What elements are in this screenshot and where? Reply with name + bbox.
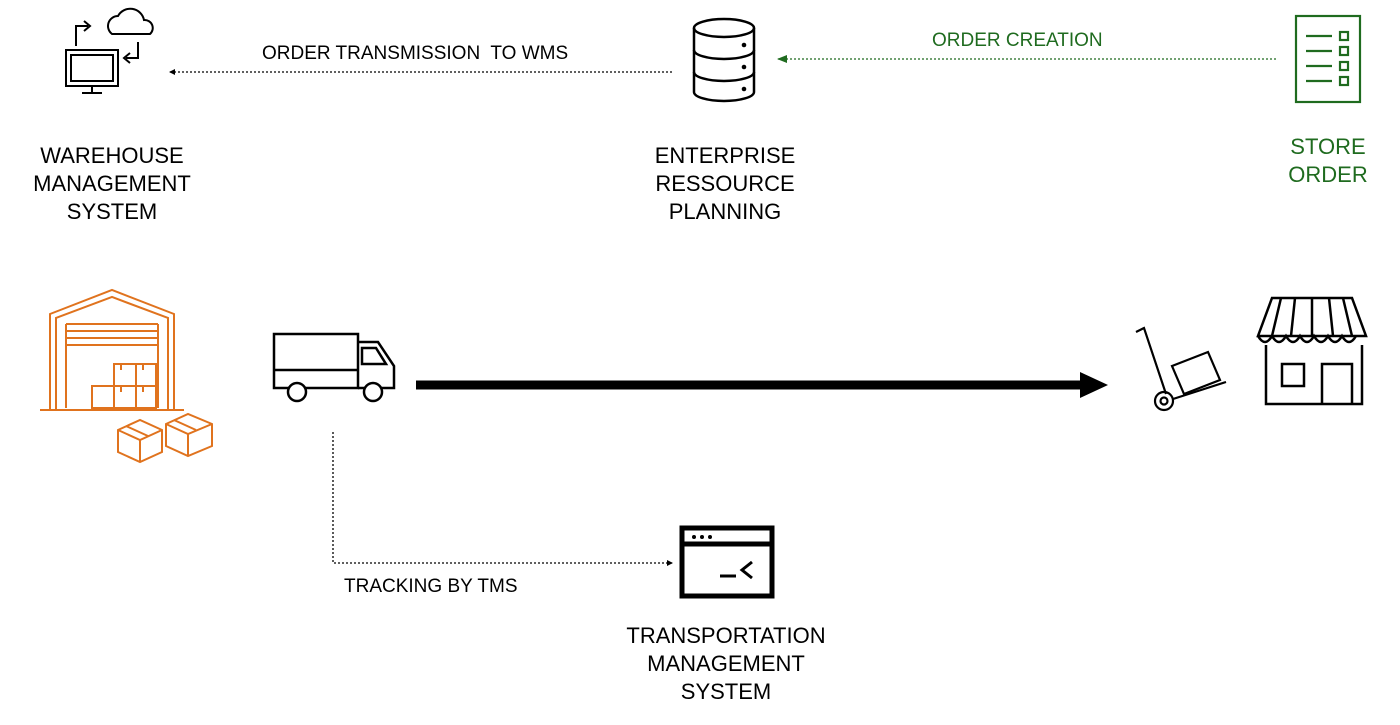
edge-tracking <box>332 432 673 566</box>
database-icon <box>692 17 756 103</box>
wms-label: WAREHOUSE MANAGEMENT SYSTEM <box>12 142 212 226</box>
delivery-truck-icon <box>272 332 396 403</box>
tms-label-line-1: TRANSPORTATION <box>626 623 826 648</box>
store-order-label: STORE ORDER <box>1266 133 1390 189</box>
tms-label-line-2: MANAGEMENT <box>647 651 805 676</box>
order-creation-label: ORDER CREATION <box>932 30 1103 51</box>
erp-label: ENTERPRISE RESSOURCE PLANNING <box>625 142 825 226</box>
edge-delivery <box>416 372 1108 398</box>
tms-label: TRANSPORTATION MANAGEMENT SYSTEM <box>606 622 846 706</box>
checklist-document-icon <box>1294 14 1362 104</box>
terminal-window-icon <box>679 525 775 599</box>
wms-label-line-2: MANAGEMENT <box>33 171 191 196</box>
store-order-label-line-1: STORE <box>1290 134 1366 159</box>
store-order-label-line-2: ORDER <box>1288 162 1368 187</box>
erp-label-line-1: ENTERPRISE <box>654 143 796 168</box>
warehouse-icon <box>40 288 213 464</box>
wms-label-line-3: SYSTEM <box>66 199 158 224</box>
tms-label-line-3: SYSTEM <box>680 679 772 704</box>
erp-label-line-2: RESSOURCE <box>655 171 795 196</box>
hand-truck-icon <box>1135 326 1227 412</box>
storefront-icon <box>1256 296 1368 406</box>
wms-label-line-1: WAREHOUSE <box>40 143 184 168</box>
erp-label-line-3: PLANNING <box>668 199 782 224</box>
computer-cloud-sync-icon <box>65 7 154 94</box>
order-transmission-label: ORDER TRANSMISSION TO WMS <box>262 43 569 64</box>
tracking-label: TRACKING BY TMS <box>344 576 518 597</box>
